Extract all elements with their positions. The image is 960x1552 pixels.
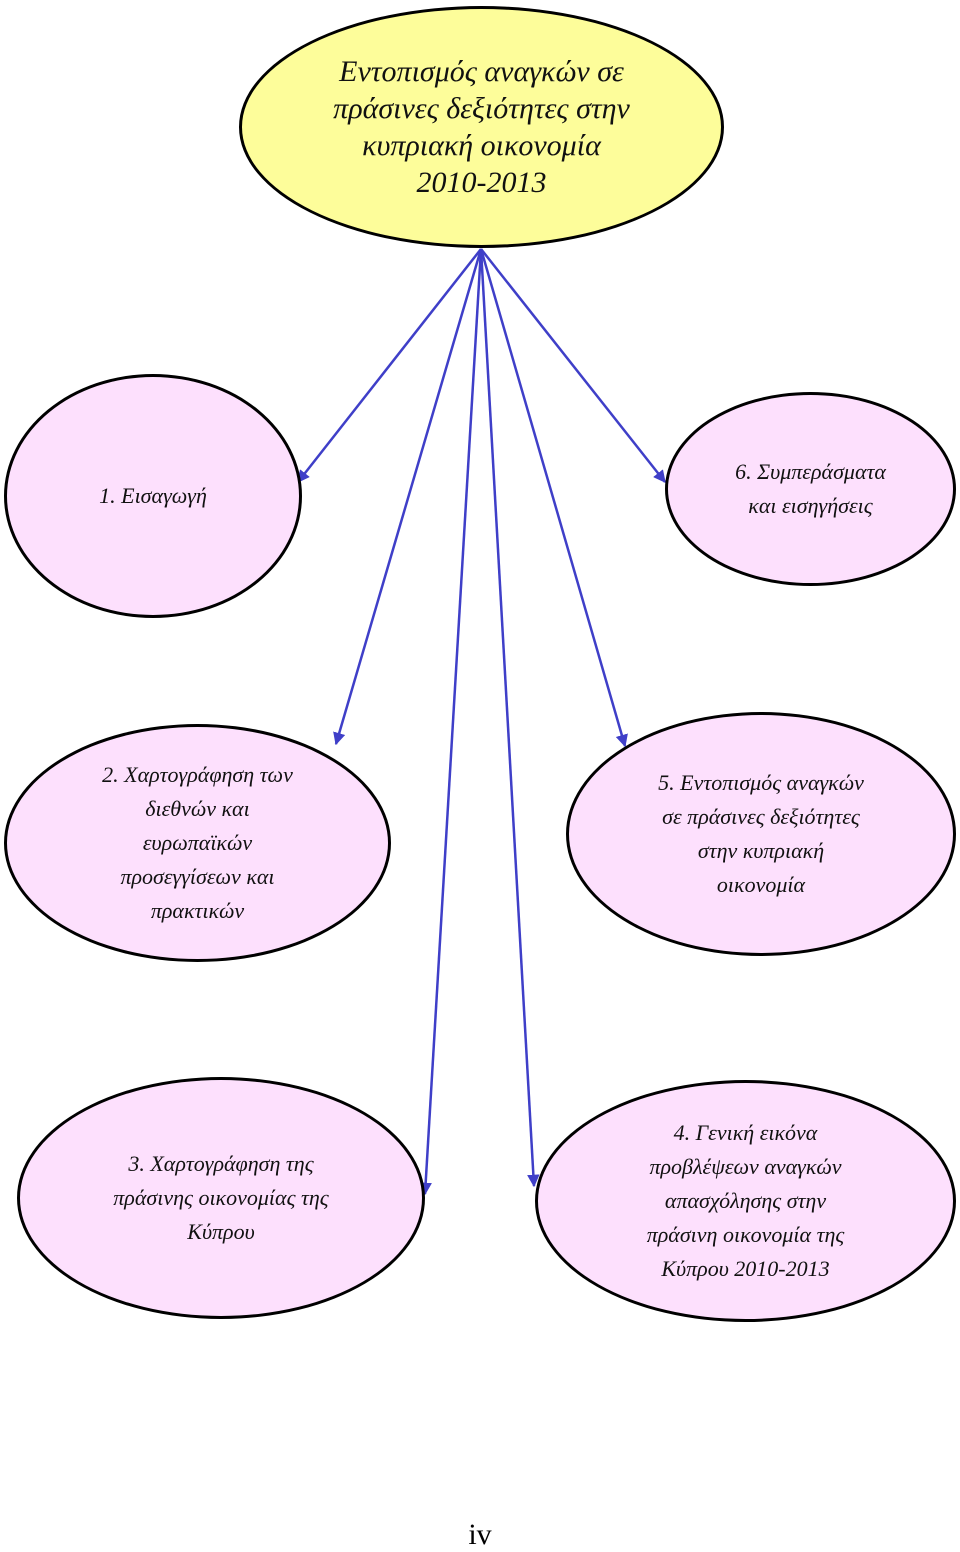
- root-node-label: Εντοπισμός αναγκών σε πράσινες δεξιότητε…: [333, 55, 630, 199]
- node-3-cyprus-mapping: 3. Χαρτογράφηση της πράσινης οικονομίας …: [17, 1077, 425, 1319]
- arrow-to-node-4: [479, 248, 540, 1188]
- node-6-conclusions: 6. Συμπεράσματα και εισηγήσεις: [665, 392, 956, 586]
- node-4-label: 4. Γενική εικόνα προβλέψεων αναγκών απασ…: [646, 1120, 845, 1281]
- node-4-employment-forecast: 4. Γενική εικόνα προβλέψεων αναγκών απασ…: [535, 1080, 956, 1322]
- node-5-label: 5. Εντοπισμός αναγκών σε πράσινες δεξιότ…: [658, 770, 864, 897]
- node-1-label: 1. Εισαγωγή: [99, 483, 207, 508]
- node-2-label: 2. Χαρτογράφηση των διεθνών και ευρωπαϊκ…: [102, 762, 293, 923]
- node-1-introduction: 1. Εισαγωγή: [4, 374, 302, 618]
- node-6-label: 6. Συμπεράσματα και εισηγήσεις: [735, 459, 886, 518]
- node-5-skills-needs: 5. Εντοπισμός αναγκών σε πράσινες δεξιότ…: [566, 712, 956, 956]
- node-3-label: 3. Χαρτογράφηση της πράσινης οικονομίας …: [113, 1151, 329, 1244]
- node-2-international-mapping: 2. Χαρτογράφηση των διεθνών και ευρωπαϊκ…: [4, 724, 391, 962]
- arrow-to-node-2: [333, 248, 483, 746]
- arrow-to-node-3: [419, 248, 483, 1196]
- arrow-to-node-6: [480, 248, 666, 483]
- page-number: iv: [468, 1518, 492, 1551]
- root-node: Εντοπισμός αναγκών σε πράσινες δεξιότητε…: [239, 6, 724, 248]
- arrow-to-node-5: [479, 248, 628, 748]
- arrow-to-node-1: [297, 248, 482, 483]
